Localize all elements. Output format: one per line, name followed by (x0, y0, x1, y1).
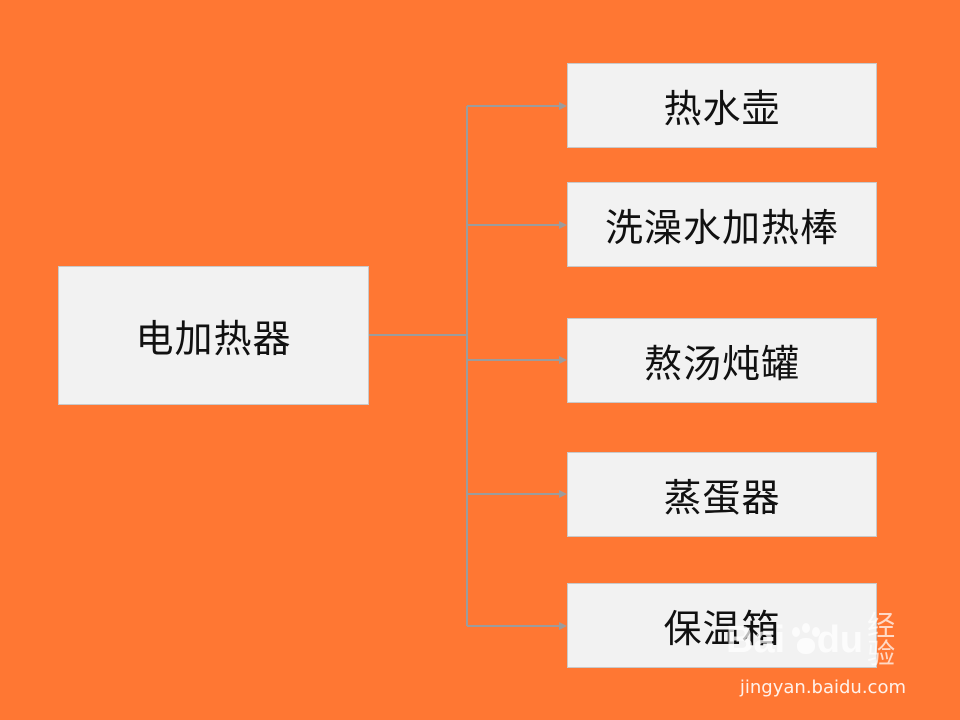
watermark-logo-text-2: du (816, 619, 864, 661)
watermark-url: jingyan.baidu.com (739, 677, 906, 698)
arrowhead-5 (559, 622, 567, 630)
child-node-2: 洗澡水加热棒 (567, 182, 877, 267)
child-node-4: 蒸蛋器 (567, 452, 877, 537)
arrowhead-3 (559, 356, 567, 364)
baidu-paw-icon (789, 623, 821, 657)
root-node-electric-heater: 电加热器 (58, 266, 369, 405)
arrowhead-4 (559, 490, 567, 498)
arrowhead-2 (559, 221, 567, 229)
child-node-5: 保温箱 (567, 583, 877, 668)
child-node-1: 热水壶 (567, 63, 877, 148)
watermark-logo-suffix: 经验 (867, 609, 896, 670)
arrowhead-1 (559, 102, 567, 110)
watermark-logo: Bai du 经验 (726, 612, 906, 668)
watermark-logo-text: Bai (726, 619, 786, 661)
baidu-jingyan-watermark: Bai du 经验 jingyan.baidu.com (726, 612, 906, 699)
child-node-3: 熬汤炖罐 (567, 318, 877, 403)
